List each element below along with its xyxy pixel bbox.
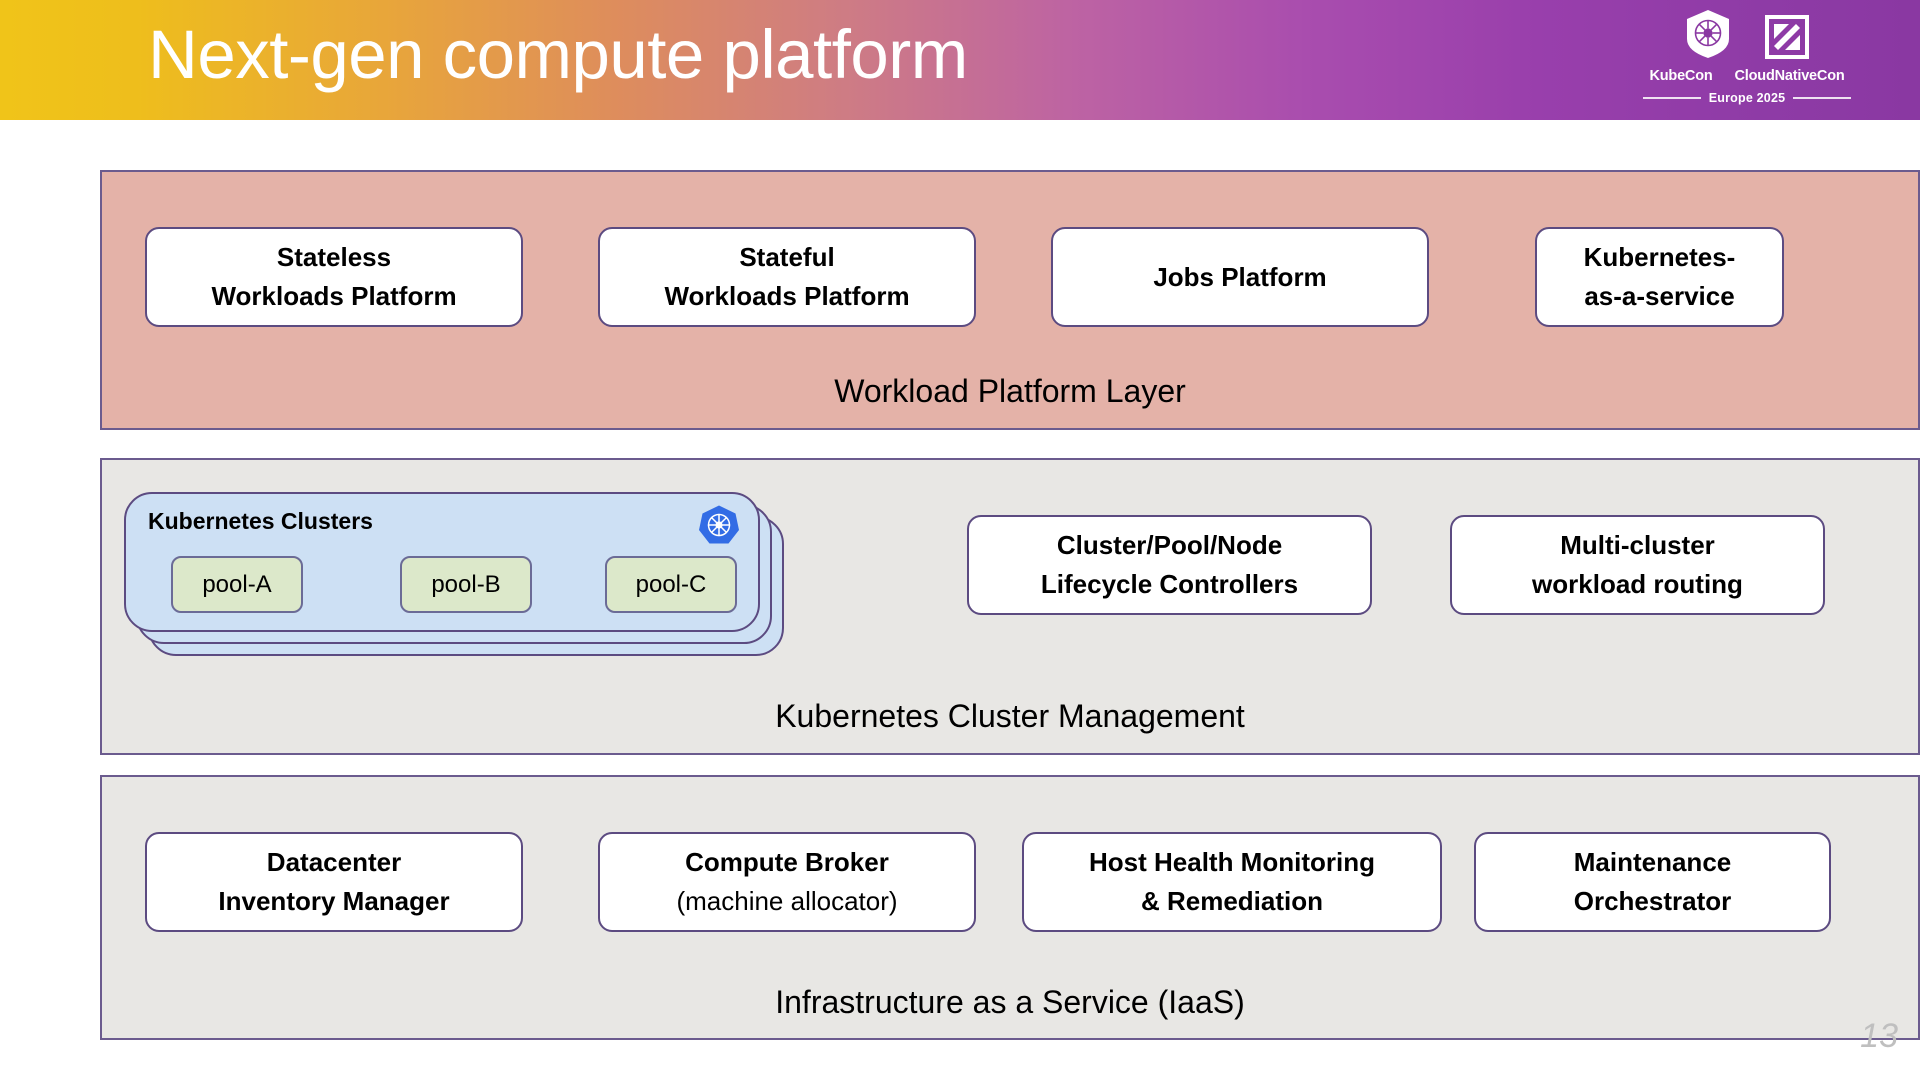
box-line: Maintenance — [1573, 847, 1732, 877]
edition-rule-right — [1793, 97, 1852, 99]
box-line: Inventory Manager — [218, 886, 450, 916]
logo-edition-row: Europe 2025 — [1622, 91, 1872, 105]
box-line: Host Health Monitoring — [1089, 847, 1375, 877]
pool-box-a[interactable]: pool-A — [171, 556, 303, 613]
logo-name-row: KubeCon CloudNativeCon — [1622, 68, 1872, 84]
pool-label: pool-B — [431, 570, 501, 598]
box-line: as-a-service — [1584, 281, 1735, 311]
box-line: Stateful — [739, 242, 835, 272]
box-compute-broker[interactable]: Compute Broker (machine allocator) — [598, 832, 976, 932]
kubernetes-wheel-icon — [698, 504, 740, 546]
box-line: & Remediation — [1140, 886, 1324, 916]
layer-caption-kubernetes-cluster-management: Kubernetes Cluster Management — [775, 698, 1245, 734]
box-host-health-monitoring-and-remediation[interactable]: Host Health Monitoring & Remediation — [1022, 832, 1442, 932]
box-line: Workloads Platform — [211, 281, 457, 311]
kubecon-logo-lockup: KubeCon CloudNativeCon Europe 2025 — [1622, 6, 1872, 114]
edition-rule-left — [1642, 97, 1701, 99]
cluster-card-front[interactable]: Kubernetes Clusters — [124, 492, 760, 632]
kubernetes-clusters-title: Kubernetes Clusters — [148, 508, 373, 534]
pool-label: pool-C — [635, 570, 707, 598]
box-multi-cluster-workload-routing[interactable]: Multi-cluster workload routing — [1450, 515, 1825, 615]
box-line: Workloads Platform — [664, 281, 910, 311]
box-datacenter-inventory-manager[interactable]: Datacenter Inventory Manager — [145, 832, 523, 932]
box-stateful-workloads-platform[interactable]: Stateful Workloads Platform — [598, 227, 976, 327]
pool-box-c[interactable]: pool-C — [605, 556, 737, 613]
box-line: Orchestrator — [1573, 886, 1732, 916]
kubecon-label: KubeCon — [1649, 68, 1713, 84]
edition-label: Europe 2025 — [1708, 91, 1786, 105]
box-line: Jobs Platform — [1153, 261, 1327, 292]
box-maintenance-orchestrator[interactable]: Maintenance Orchestrator — [1474, 832, 1831, 932]
layer-caption-iaas: Infrastructure as a Service (IaaS) — [775, 984, 1245, 1020]
logo-mark-row — [1622, 6, 1872, 64]
box-stateless-workloads-platform[interactable]: Stateless Workloads Platform — [145, 227, 523, 327]
pool-box-b[interactable]: pool-B — [400, 556, 532, 613]
slide-number: 13 — [1860, 1017, 1898, 1055]
box-line: Cluster/Pool/Node — [1056, 530, 1283, 560]
pool-label: pool-A — [202, 570, 272, 598]
box-line: workload routing — [1532, 569, 1743, 599]
cloudnativecon-label: CloudNativeCon — [1734, 68, 1845, 84]
kubernetes-clusters-stack[interactable]: Kubernetes Clusters — [124, 492, 814, 667]
header-banner: Next-gen compute platform — [0, 0, 1920, 120]
box-cluster-pool-node-lifecycle-controllers[interactable]: Cluster/Pool/Node Lifecycle Controllers — [967, 515, 1372, 615]
cloudnativecon-square-icon — [1765, 15, 1809, 64]
page-title: Next-gen compute platform — [148, 16, 968, 93]
layer-workload-platform: Stateless Workloads Platform Stateful Wo… — [100, 170, 1920, 430]
box-subline: (machine allocator) — [676, 886, 898, 916]
box-jobs-platform[interactable]: Jobs Platform — [1051, 227, 1429, 327]
box-line: Multi-cluster — [1560, 530, 1715, 560]
layer-infrastructure-as-a-service: Datacenter Inventory Manager Compute Bro… — [100, 775, 1920, 1040]
box-line: Compute Broker — [685, 847, 889, 877]
box-line: Lifecycle Controllers — [1040, 569, 1299, 599]
box-line: Stateless — [276, 242, 392, 272]
box-line: Datacenter — [266, 847, 402, 877]
layer-kubernetes-cluster-management: Kubernetes Clusters — [100, 458, 1920, 755]
box-line: Kubernetes- — [1583, 242, 1736, 272]
layer-caption-workload: Workload Platform Layer — [834, 373, 1186, 409]
box-kubernetes-as-a-service[interactable]: Kubernetes- as-a-service — [1535, 227, 1784, 327]
kubernetes-wheel-icon — [1685, 9, 1731, 64]
